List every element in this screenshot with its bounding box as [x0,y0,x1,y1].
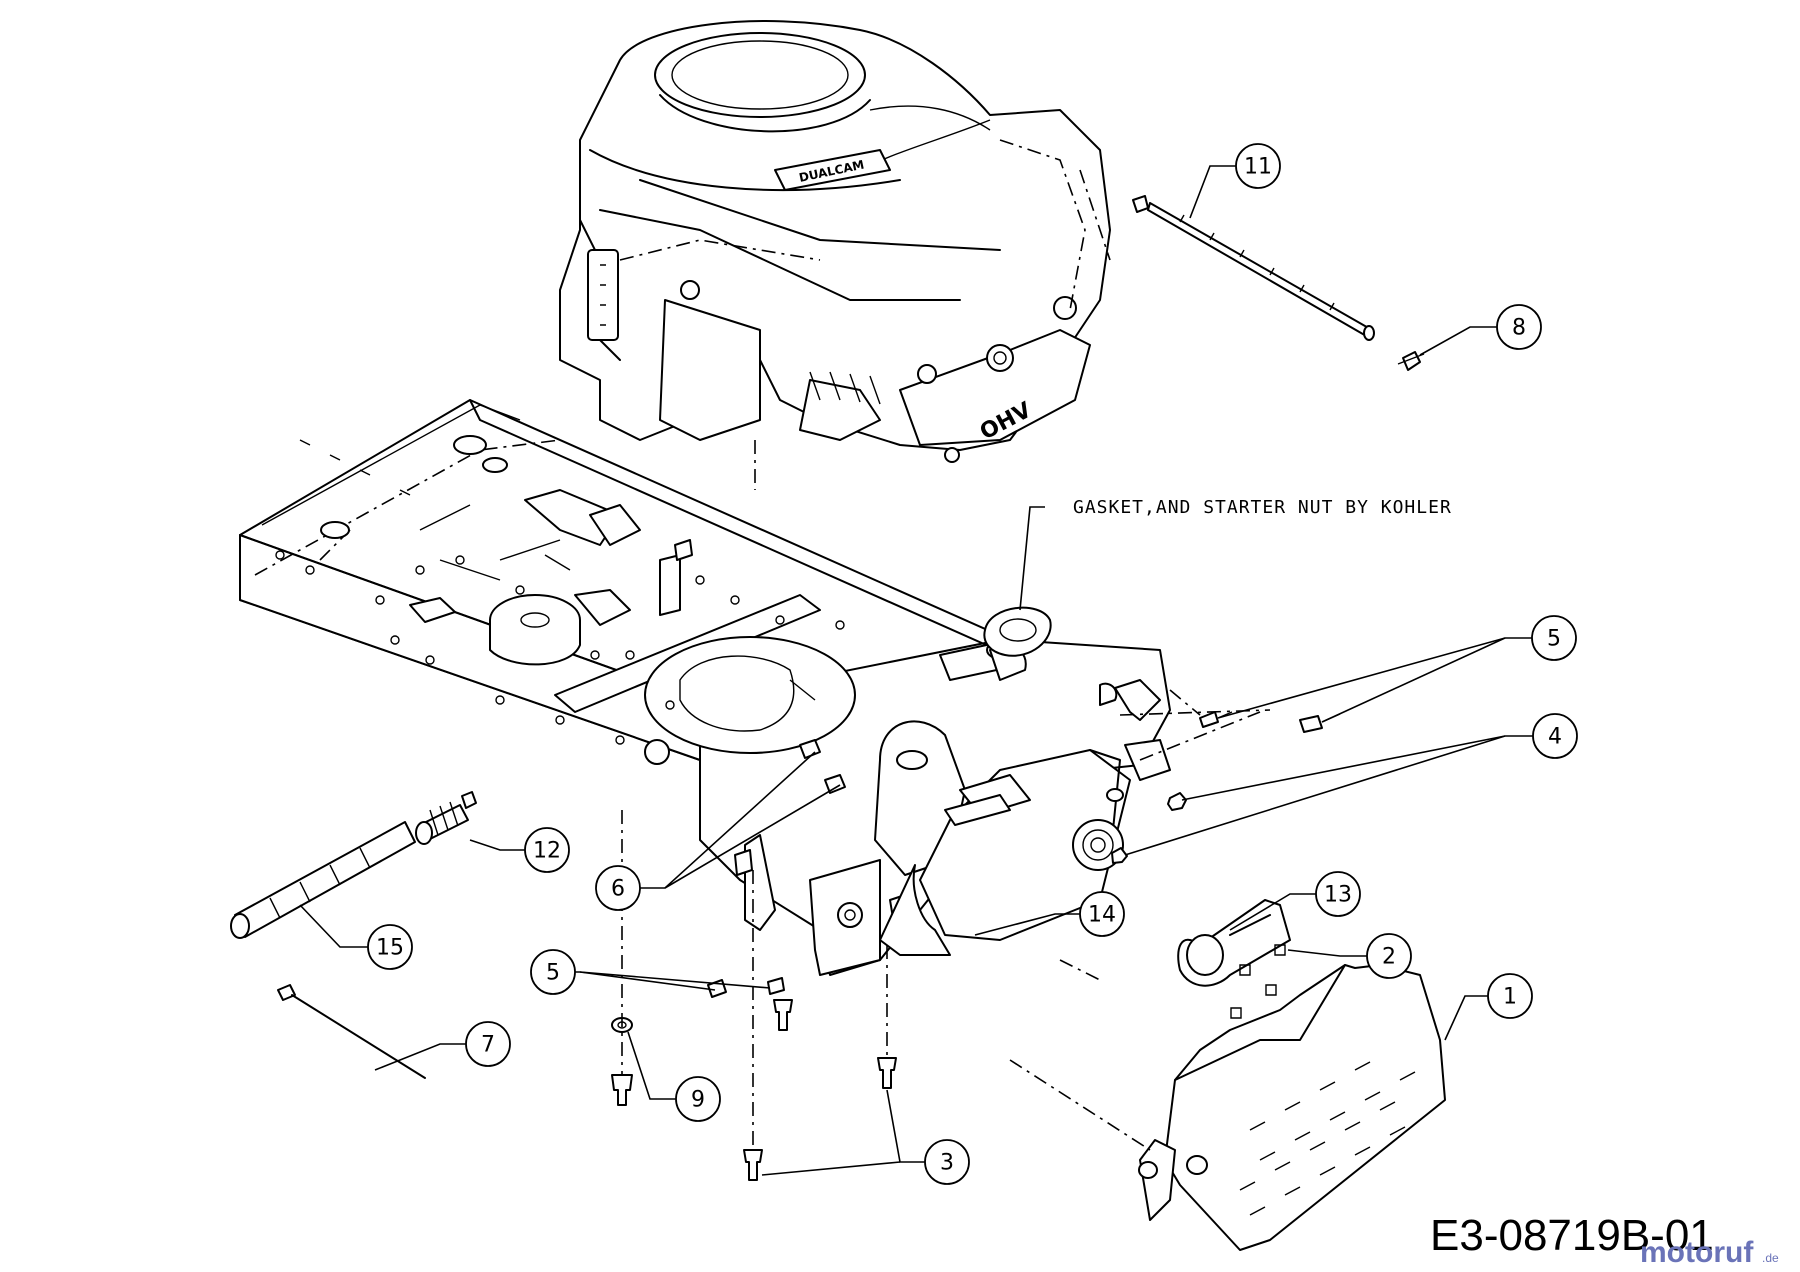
drawing-code: E3-08719B-01 [1430,1211,1714,1260]
svg-text:5: 5 [546,961,560,986]
gasket [983,606,1052,657]
callout-12: 12 [524,827,570,873]
callout-9: 9 [675,1076,721,1122]
callout-14: 14 [1079,891,1125,937]
svg-text:3: 3 [940,1151,954,1176]
svg-text:2: 2 [1382,945,1396,970]
part-3-bolts [611,999,897,1181]
callout-7: 7 [465,1021,511,1067]
callout-2: 2 [1366,933,1412,979]
part-14-muffler [874,645,1131,956]
callout-4: 4 [1532,713,1578,759]
watermark: motoruf .de [1640,1236,1779,1269]
svg-text:7: 7 [481,1033,495,1058]
part-4-nuts [1111,792,1187,864]
callout-5-lower: 5 [530,949,576,995]
callout-1: 1 [1487,973,1533,1019]
svg-text:9: 9 [691,1088,705,1113]
watermark-text: motoruf [1640,1236,1754,1269]
part-5-bolts-right [1199,711,1341,733]
svg-text:4: 4 [1548,725,1562,750]
callout-13: 13 [1315,871,1361,917]
callout-5-right: 5 [1531,615,1577,661]
part-8-clip [1397,351,1425,371]
callout-8: 8 [1496,304,1542,350]
part-6-nuts [799,739,846,794]
callout-3: 3 [924,1139,970,1185]
part-12-starter [415,791,477,845]
svg-text:15: 15 [376,936,404,961]
svg-text:1: 1 [1503,985,1517,1010]
part-5-bolts-lower [707,977,785,998]
callout-6: 6 [595,865,641,911]
callout-15: 15 [367,924,413,970]
svg-text:8: 8 [1512,316,1526,341]
svg-text:6: 6 [611,877,625,902]
part-1-heat-shield [1138,964,1446,1251]
callout-11: 11 [1235,143,1281,189]
part-13-deflector [1177,899,1291,987]
part-7-cable-tie [277,984,426,1079]
svg-text:11: 11 [1244,155,1272,180]
note-text: GASKET,AND STARTER NUT BY KOHLER [1073,497,1452,518]
svg-text:14: 14 [1088,903,1116,928]
svg-text:5: 5 [1547,627,1561,652]
engine: DUALCAM OHV [559,20,1111,490]
assembly-centerlines [621,689,1271,1151]
part-11-rod [1132,195,1375,341]
watermark-suffix: .de [1762,1251,1779,1265]
svg-text:12: 12 [533,839,561,864]
part-2-screws [1230,944,1286,1019]
svg-text:13: 13 [1324,883,1352,908]
part-15-tube [230,821,416,939]
